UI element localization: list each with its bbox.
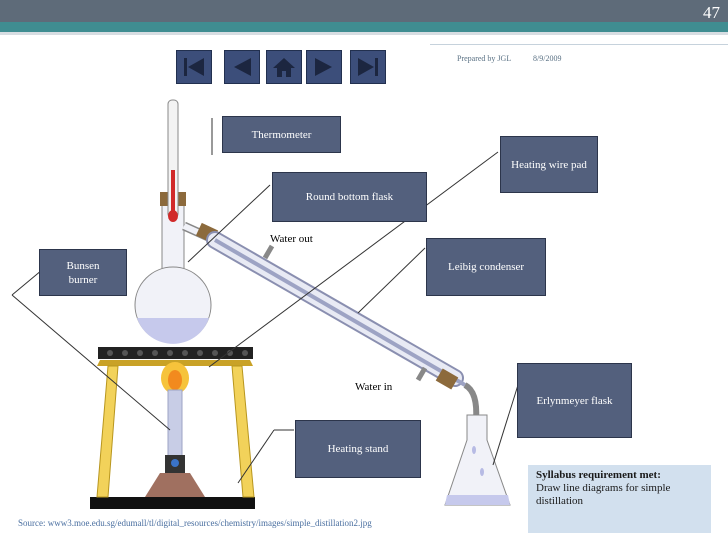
triangle-left-icon [234, 58, 251, 76]
label-bunsen-burner: Bunsen burner [39, 249, 127, 296]
home-icon [273, 58, 295, 77]
tripod-leg-right [231, 365, 255, 498]
slide-number: 47 [703, 3, 720, 22]
accent-stripe [0, 22, 728, 32]
top-bar: 47 [0, 0, 728, 22]
gauze [98, 347, 253, 359]
label-water-out: Water out [270, 233, 313, 245]
slide-date: 8/9/2009 [533, 54, 562, 63]
previous-slide-button[interactable] [224, 50, 260, 84]
label-leibig-condenser: Leibig condenser [426, 238, 546, 296]
syllabus-box: Syllabus requirement met: Draw line diag… [528, 465, 711, 533]
skip-forward-icon [358, 58, 378, 76]
label-water-in: Water in [355, 381, 393, 393]
syllabus-text: Draw line diagrams for simple distillati… [536, 482, 671, 507]
last-slide-button[interactable] [350, 50, 386, 84]
burner-base [145, 473, 205, 497]
accent-stripe-thin [0, 32, 728, 35]
triangle-right-icon [315, 58, 332, 76]
burner-tube [167, 389, 183, 461]
tripod-leg-left [96, 365, 119, 498]
label-heating-stand: Heating stand [295, 420, 421, 478]
prepared-by: Prepared by JGL [457, 54, 512, 63]
home-button[interactable] [266, 50, 302, 84]
next-slide-button[interactable] [306, 50, 342, 84]
divider [430, 44, 728, 45]
syllabus-heading: Syllabus requirement met: [536, 469, 661, 481]
label-round-bottom-flask: Round bottom flask [272, 172, 427, 222]
label-erlynmeyer-flask: Erlynmeyer flask [517, 363, 632, 438]
base-plate [90, 497, 255, 509]
skip-back-icon [184, 58, 204, 76]
label-thermometer: Thermometer [222, 116, 341, 153]
erlenmeyer-flask [444, 414, 511, 506]
first-slide-button[interactable] [176, 50, 212, 84]
source-citation: Source: www3.moe.edu.sg/edumall/tl/digit… [18, 518, 372, 528]
label-heating-wire-pad: Heating wire pad [500, 136, 598, 193]
